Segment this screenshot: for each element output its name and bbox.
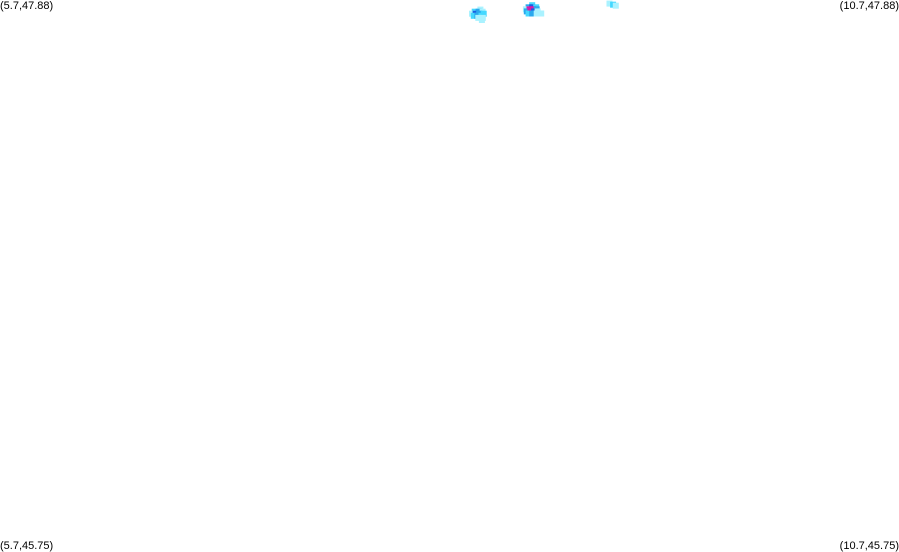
echo-cluster: [522, 2, 545, 17]
corner-label-bottom-right: (10.7,45.75): [839, 540, 899, 552]
corner-label-bottom-left: (5.7,45.75): [0, 540, 54, 552]
echo-cell: [470, 12, 477, 19]
echo-cell: [475, 14, 482, 21]
corner-label-top-right: (10.7,47.88): [839, 0, 899, 12]
echo-cell: [529, 10, 536, 17]
echo-cell: [525, 10, 532, 17]
echo-cell: [478, 17, 485, 23]
echo-cell: [612, 2, 619, 9]
corner-label-top-left: (5.7,47.88): [0, 0, 54, 12]
echo-cell: [538, 10, 545, 17]
echo-cell: [606, 0, 613, 7]
echo-cell: [533, 10, 540, 17]
echo-cluster: [469, 6, 487, 23]
echo-cluster: [606, 0, 619, 9]
